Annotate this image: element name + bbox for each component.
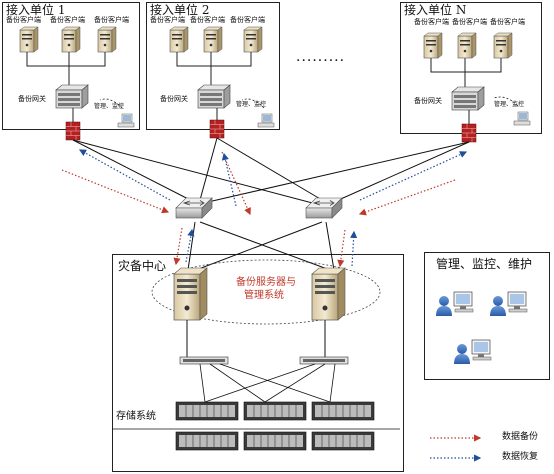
unit-1-client-label-3: 备份客户端 xyxy=(94,16,129,24)
unit-2-client-label-2: 备份客户端 xyxy=(190,16,225,24)
unit-1-title: 接入单位 1 xyxy=(6,3,66,17)
server-cluster-ellipse xyxy=(151,259,381,325)
legend-restore-label: 数据恢复 xyxy=(502,452,539,462)
unit-n-gateway-label: 备份网关 xyxy=(414,97,442,105)
unit-n-client-label-1: 备份客户端 xyxy=(414,18,449,26)
management-users xyxy=(435,291,528,365)
unit-2-gateway xyxy=(197,84,231,109)
unit-1-gateway-label: 备份网关 xyxy=(18,95,46,103)
unit-2-title: 接入单位 2 xyxy=(150,3,210,17)
unit-n-monitor-pc xyxy=(513,111,531,126)
wan-links xyxy=(72,137,470,271)
unit-2-client-label-1: 备份客户端 xyxy=(150,16,185,24)
unit-n-monitor-label: 管理、监控 xyxy=(494,101,525,108)
backup-server-left xyxy=(173,267,208,321)
unit-2-clients xyxy=(169,26,263,53)
unit-2-client-label-3: 备份客户端 xyxy=(230,16,265,24)
unit-n-client-label-3: 备份客户端 xyxy=(490,18,525,26)
center-title: 灾备中心 xyxy=(118,259,167,273)
unit-1-client-label-1: 备份客户端 xyxy=(6,16,41,24)
unit-1-monitor-label: 管理、监控 xyxy=(94,103,125,110)
storage-arrays xyxy=(175,401,375,451)
server-label-line1: 备份服务器与 xyxy=(236,277,296,288)
unit-1-client-links xyxy=(26,52,106,88)
restore-flows xyxy=(78,149,468,267)
router-right xyxy=(305,197,343,219)
unit-2-gateway-label: 备份网关 xyxy=(160,95,188,103)
storage-switch-left xyxy=(179,356,229,365)
unit-1-monitor-pc xyxy=(117,113,135,128)
storage-label: 存储系统 xyxy=(116,411,156,422)
unit-n-gateway xyxy=(451,86,485,111)
unit-n-firewall xyxy=(461,123,477,143)
san-links xyxy=(199,363,336,403)
unit-1-firewall xyxy=(65,121,81,141)
backup-server-right xyxy=(311,267,346,321)
storage-switch-right xyxy=(299,356,349,365)
unit-2-monitor-label: 管理、监控 xyxy=(236,101,267,108)
unit-n-client-label-2: 备份客户端 xyxy=(452,18,487,26)
unit-n-clients xyxy=(423,32,513,59)
management-title: 管理、监控、维护 xyxy=(436,257,533,271)
more-units-ellipsis: ········· xyxy=(296,53,346,69)
unit-2-monitor-pc xyxy=(257,113,275,128)
router-left xyxy=(175,197,213,219)
unit-1-clients xyxy=(19,26,117,53)
unit-n-title: 接入单位 N xyxy=(404,3,467,17)
legend-backup-label: 数据备份 xyxy=(502,432,539,442)
unit-1-client-label-2: 备份客户端 xyxy=(50,16,85,24)
server-label-line2: 管理系统 xyxy=(244,290,284,301)
unit-1-gateway xyxy=(55,84,89,109)
backup-flows xyxy=(61,151,456,268)
unit-2-firewall xyxy=(209,119,225,139)
